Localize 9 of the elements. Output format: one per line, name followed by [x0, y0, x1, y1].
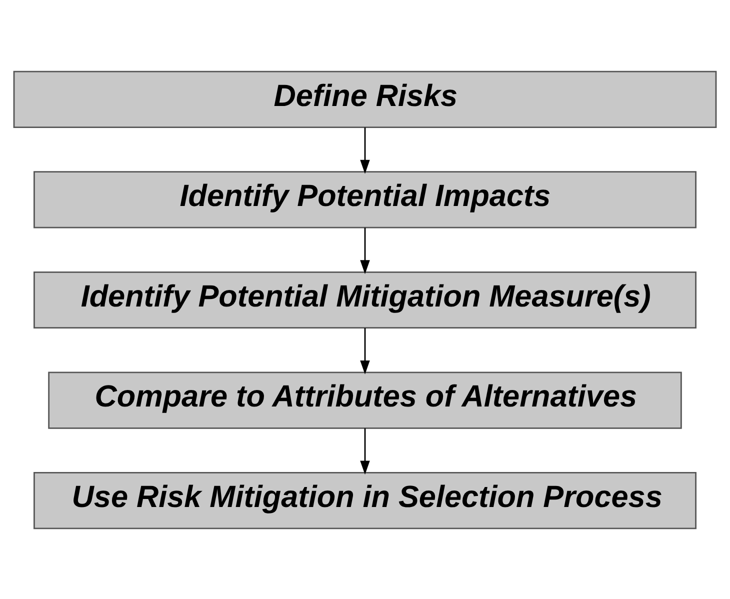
node-box: Use Risk Mitigation in Selection Process [34, 472, 696, 529]
node-box: Identify Potential Mitigation Measure(s) [34, 270, 696, 328]
node-box: Define Risks [13, 70, 717, 128]
arrow [360, 126, 370, 174]
node-box: Identify Potential Impacts [34, 170, 696, 228]
arrow [360, 428, 370, 474]
node-box: Compare to Attributes of Alternatives [48, 371, 682, 428]
arrow [360, 227, 370, 274]
arrow [360, 328, 370, 374]
